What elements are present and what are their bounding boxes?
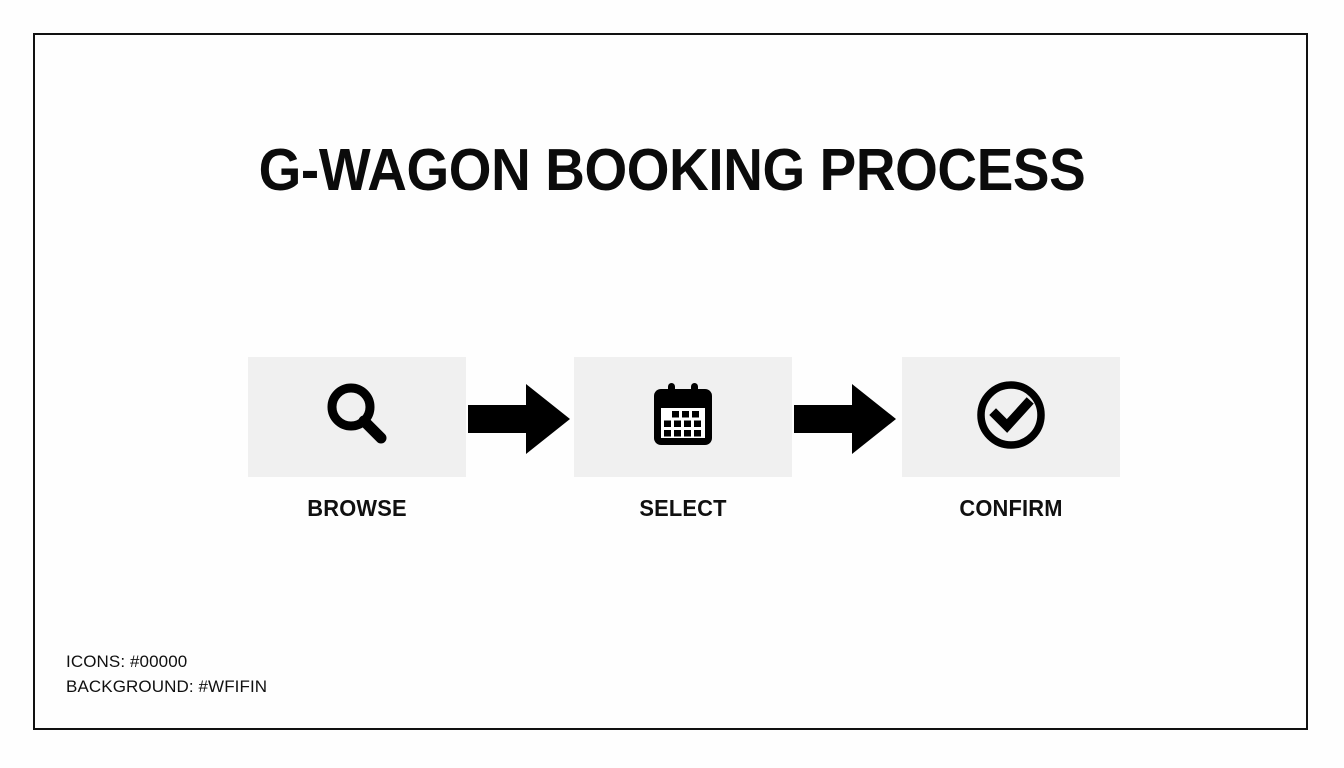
note-background-color: BACKGROUND: #WFIFIN [66,676,268,696]
note-icons-color: ICONS: #00000 [66,652,188,671]
spec-notes: ICONS: #00000 BACKGROUND: #WFIFIN [66,650,267,699]
process-step-select[interactable]: SELECT [574,357,792,522]
step-label-select: SELECT [639,495,727,521]
arrow-right-icon [794,384,896,454]
step-icon-tile [248,357,466,477]
calendar-icon [645,377,721,458]
step-icon-tile [902,357,1120,477]
step-label-browse: BROWSE [307,495,407,521]
step-label-confirm: CONFIRM [959,495,1063,521]
process-step-confirm[interactable]: CONFIRM [902,357,1120,522]
process-step-browse[interactable]: BROWSE [248,357,466,522]
page-title: G-WAGON BOOKING PROCESS [258,137,1086,203]
search-icon [319,377,395,458]
step-icon-tile [574,357,792,477]
check-circle-icon [973,377,1049,458]
process-flow: BROWSE [248,357,1120,527]
arrow-right-icon [468,384,570,454]
